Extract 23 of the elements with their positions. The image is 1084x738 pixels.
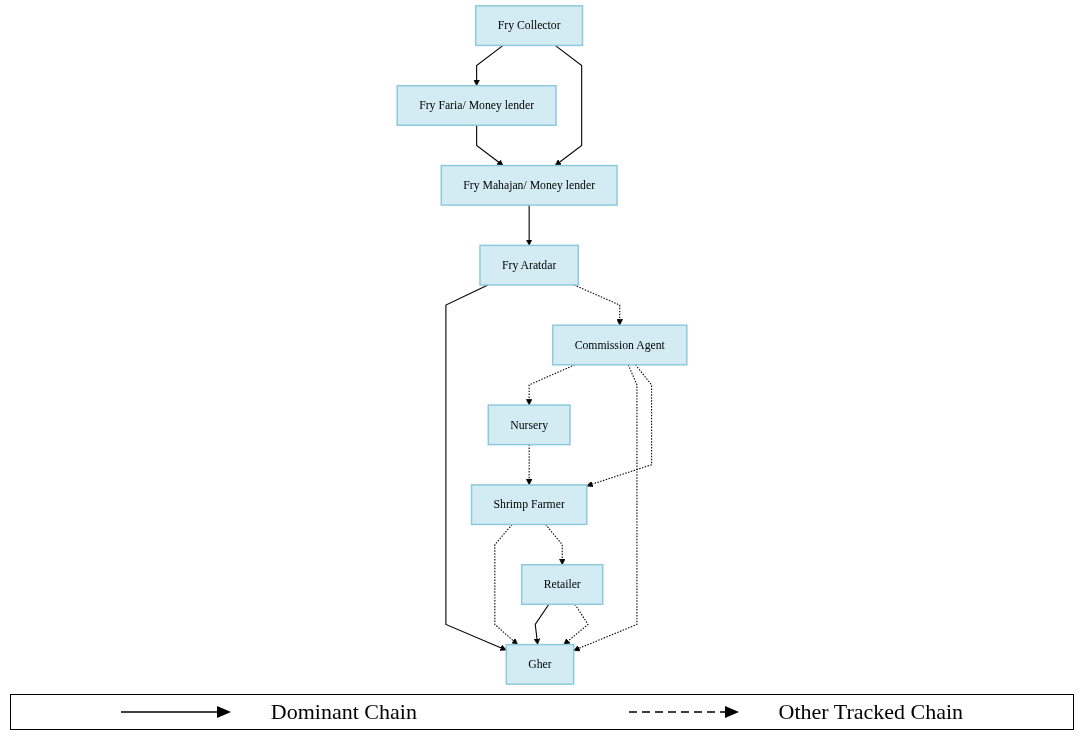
node-box: Gher (505, 643, 575, 685)
node-box: Fry Collector (475, 5, 584, 47)
node-box: Nursery (487, 404, 571, 446)
arrow (573, 364, 638, 652)
node-box: Fry Mahajan/ Money lender (440, 164, 618, 206)
arrow (525, 204, 533, 246)
arrow (545, 523, 566, 566)
legend-text: Dominant Chain (270, 699, 417, 725)
arrow (476, 124, 504, 166)
arrow (494, 523, 518, 645)
arrow (533, 603, 550, 645)
arrow (586, 364, 653, 488)
arrow (525, 444, 533, 486)
node-box: Retailer (521, 564, 604, 606)
arrow (473, 44, 504, 86)
node-box: Commission Agent (551, 324, 688, 366)
node-box: Fry Faria/ Money lender (396, 84, 557, 126)
node-box: Shrimp Farmer (470, 484, 588, 526)
node-box: Fry Aratdar (479, 244, 580, 286)
arrow (445, 284, 507, 651)
legend-text: Other Tracked Chain (778, 699, 964, 725)
arrow (554, 44, 583, 166)
arrow (563, 603, 589, 645)
